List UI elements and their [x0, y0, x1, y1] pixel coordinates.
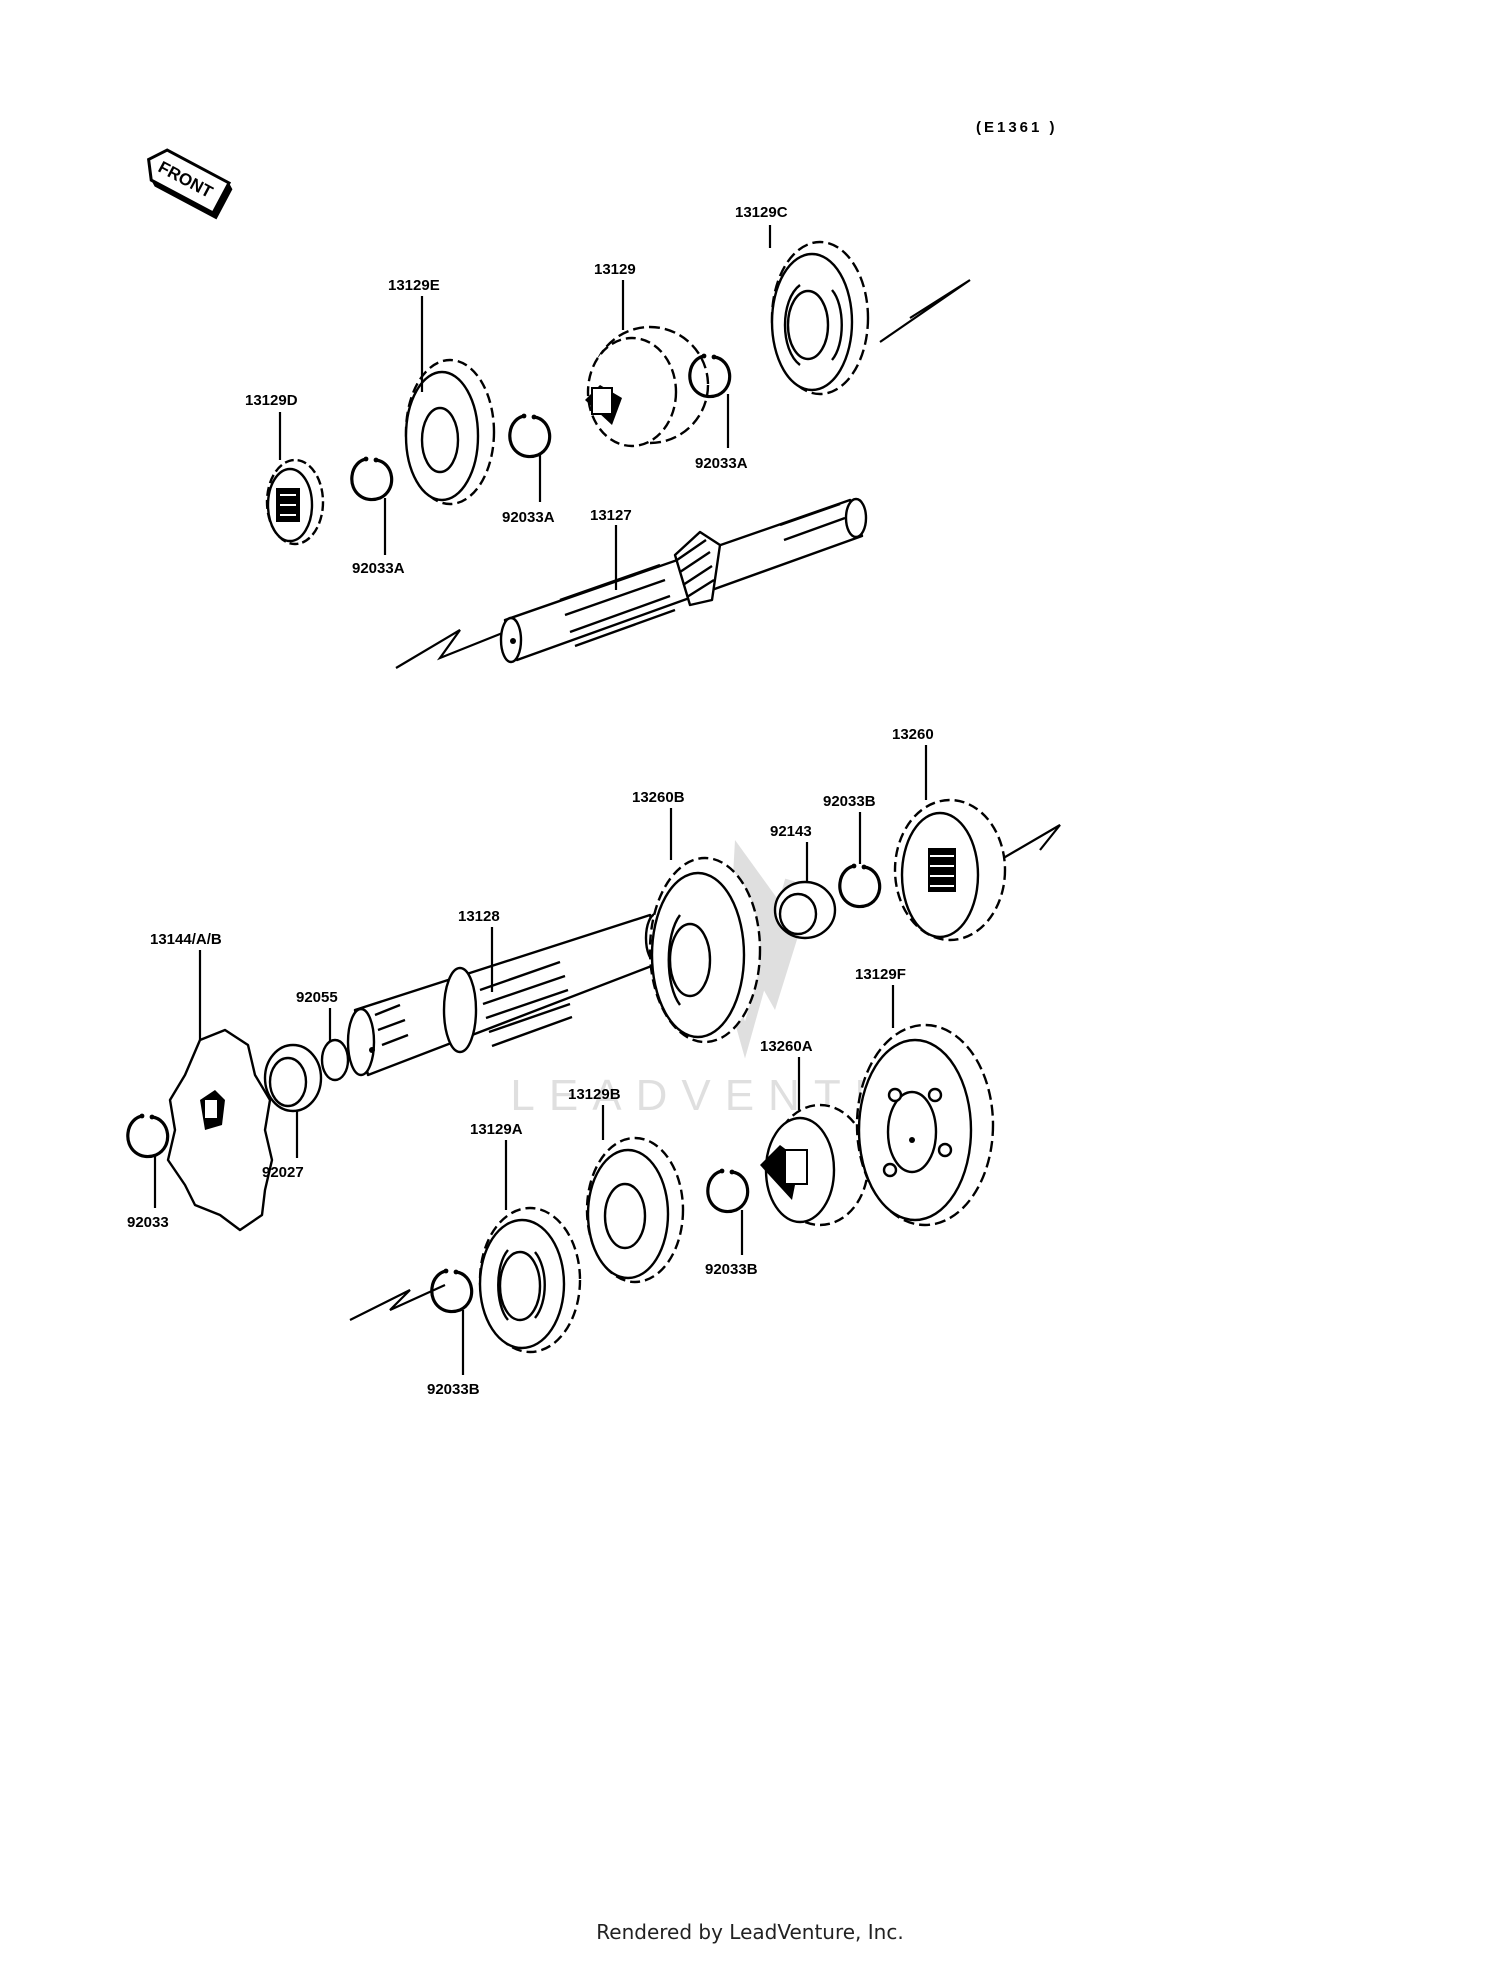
- gear-13260A: [760, 1103, 870, 1227]
- diagram-code: (E1361 ): [976, 119, 1058, 136]
- label-13260B: 13260B: [632, 789, 685, 806]
- label-13129D: 13129D: [245, 392, 298, 409]
- upper-axis: [395, 279, 971, 669]
- label-92033B-mid: 92033B: [705, 1261, 758, 1278]
- label-13129C: 13129C: [735, 204, 788, 221]
- gear-13129A: [478, 1206, 582, 1354]
- label-92033A-top: 92033A: [695, 455, 748, 472]
- label-13260: 13260: [892, 726, 934, 743]
- gear-13129: [585, 325, 710, 448]
- lower-axis: [349, 824, 1061, 1321]
- upper-leaders: [278, 225, 772, 590]
- lower-leaders: [153, 745, 928, 1375]
- label-13129E: 13129E: [388, 277, 440, 294]
- gear-13129E: [404, 358, 496, 506]
- circlip-92033A-mid: [508, 412, 552, 459]
- label-13128: 13128: [458, 908, 500, 925]
- gear-13129B: [585, 1136, 685, 1284]
- label-13129B: 13129B: [568, 1086, 621, 1103]
- sprocket-13144: [166, 1028, 274, 1232]
- gear-13129F: [855, 1023, 995, 1227]
- label-13129A: 13129A: [470, 1121, 523, 1138]
- label-92027: 92027: [262, 1164, 304, 1181]
- footer-credit: Rendered by LeadVenture, Inc.: [596, 1920, 904, 1944]
- label-92033B-top: 92033B: [823, 793, 876, 810]
- gear-13129C: [770, 240, 870, 396]
- circlip-92033B-top: [838, 861, 882, 909]
- label-13260A: 13260A: [760, 1038, 813, 1055]
- gear-13260: [893, 798, 1007, 942]
- shaft-13128: [346, 912, 668, 1077]
- label-13129F: 13129F: [855, 966, 906, 983]
- label-92143: 92143: [770, 823, 812, 840]
- label-92033A-mid: 92033A: [502, 509, 555, 526]
- circlip-92033B-mid: [706, 1166, 750, 1214]
- label-92055: 92055: [296, 989, 338, 1006]
- label-13129: 13129: [594, 261, 636, 278]
- label-92033B-bottom: 92033B: [427, 1381, 480, 1398]
- shaft-13127: [499, 497, 868, 664]
- label-13127: 13127: [590, 507, 632, 524]
- label-92033: 92033: [127, 1214, 169, 1231]
- bearing-92143: [773, 880, 837, 940]
- gear-13260B: [648, 856, 762, 1044]
- collar-92027: [263, 1043, 323, 1113]
- circlip-92033B-bottom: [430, 1266, 474, 1314]
- front-arrow: FRONT: [146, 148, 233, 220]
- circlip-92033: [126, 1111, 170, 1159]
- o-ring-92055: [320, 1038, 350, 1082]
- gear-13129D: [265, 458, 325, 546]
- label-13144: 13144/A/B: [150, 931, 222, 948]
- circlip-92033A-left: [350, 455, 394, 502]
- label-92033A-left: 92033A: [352, 560, 405, 577]
